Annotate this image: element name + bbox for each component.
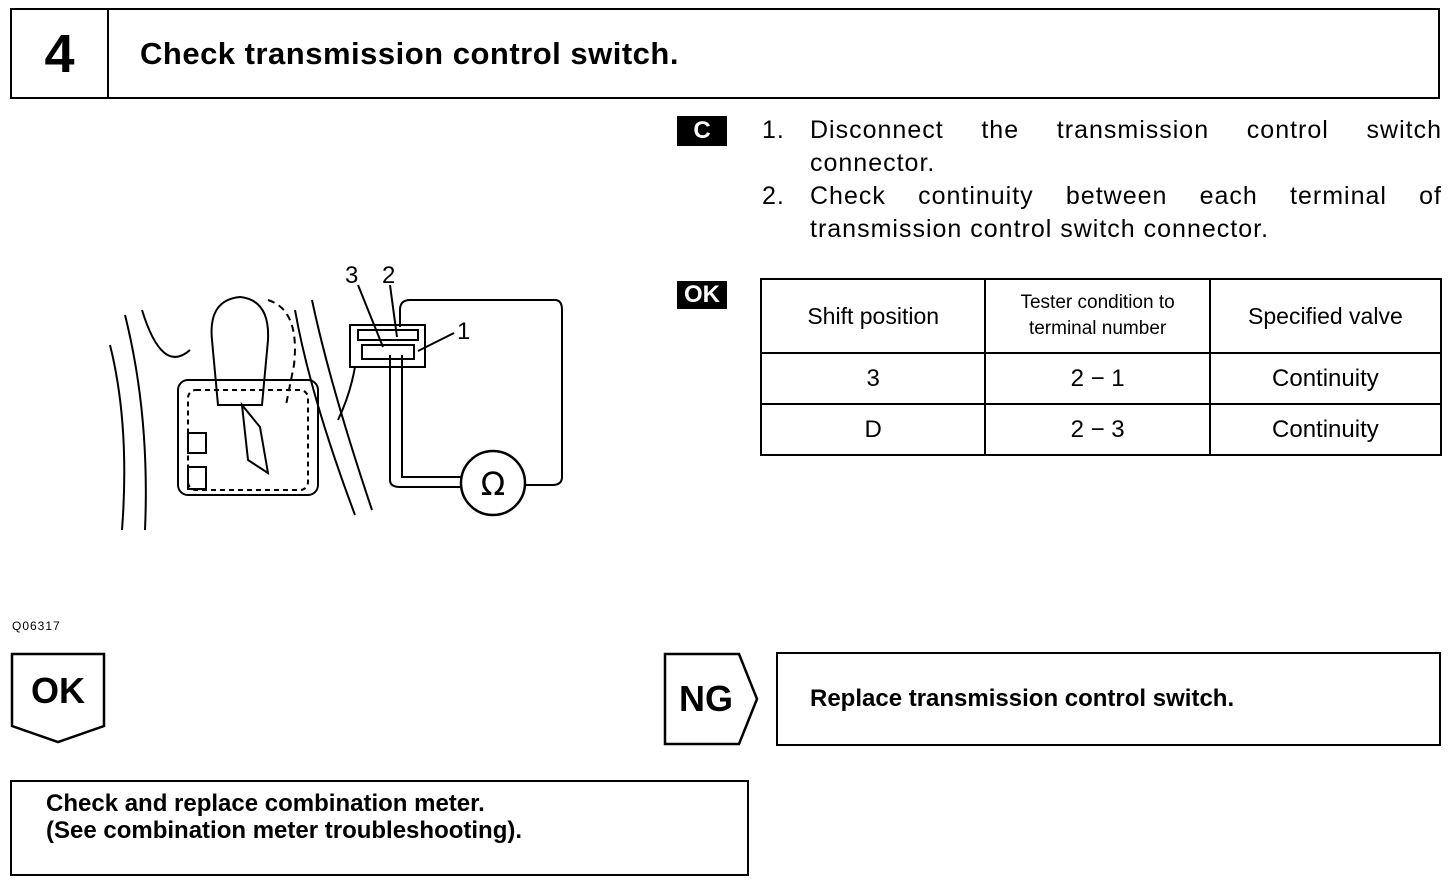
instruction-number: 2. bbox=[762, 182, 785, 210]
ok-result-line: Check and replace combination meter. bbox=[46, 790, 485, 817]
pointer-line bbox=[417, 332, 455, 352]
instruction-item: 2. Check continuity between each termina… bbox=[762, 180, 1442, 246]
procedure-tag: C bbox=[677, 116, 727, 146]
shifter-plate bbox=[177, 379, 319, 496]
tester-lead bbox=[401, 355, 462, 478]
connector-terminal-row bbox=[361, 344, 415, 360]
step-number: 4 bbox=[12, 10, 109, 97]
ohmmeter-icon bbox=[459, 449, 527, 517]
ng-branch-label: NG bbox=[679, 678, 733, 719]
console-line bbox=[141, 309, 191, 358]
instruction-number: 1. bbox=[762, 116, 785, 144]
console-line bbox=[311, 299, 373, 511]
terminal-label-1: 1 bbox=[457, 318, 470, 345]
column-header: Shift position bbox=[759, 278, 987, 354]
down-arrow-box-icon bbox=[10, 652, 106, 744]
ng-result-text: Replace transmission control switch. bbox=[810, 685, 1235, 712]
table-row: D 2 − 3 Continuity bbox=[759, 403, 1443, 456]
ok-tag: OK bbox=[677, 281, 727, 309]
shift-lever bbox=[240, 401, 270, 476]
pointer-line bbox=[389, 284, 398, 338]
tester-lead bbox=[399, 299, 563, 486]
figure-code: Q06317 bbox=[12, 619, 61, 633]
step-header: 4 Check transmission control switch. bbox=[10, 8, 1440, 99]
instruction-list: 1. Disconnect the transmission control s… bbox=[762, 114, 1442, 246]
table-cell: 2 − 1 bbox=[984, 352, 1211, 405]
right-arrow-box-icon bbox=[663, 652, 759, 746]
ng-branch-marker: NG bbox=[663, 652, 759, 746]
table-row: 3 2 − 1 Continuity bbox=[759, 352, 1443, 405]
tester-lead bbox=[389, 355, 462, 488]
table-cell: D bbox=[759, 403, 987, 456]
terminal-label-2: 2 bbox=[382, 262, 395, 289]
button-icon bbox=[187, 466, 207, 490]
shift-knob-outline bbox=[267, 299, 296, 406]
harness-wire bbox=[337, 366, 356, 421]
table-cell: Continuity bbox=[1208, 403, 1443, 456]
table-cell: Continuity bbox=[1208, 352, 1443, 405]
instruction-text: Check continuity between each terminal o… bbox=[810, 182, 1442, 243]
ok-branch-label: OK bbox=[31, 670, 85, 711]
connector-terminal-row bbox=[357, 329, 419, 341]
button-icon bbox=[187, 432, 207, 454]
ohm-symbol: Ω bbox=[481, 465, 505, 503]
instruction-text: Disconnect the transmission control swit… bbox=[810, 116, 1442, 177]
ok-result-box: Check and replace combination meter. (Se… bbox=[10, 780, 749, 876]
table-header-row: Shift position Tester condition to termi… bbox=[759, 278, 1443, 354]
ok-result-line: (See combination meter troubleshooting). bbox=[46, 817, 523, 844]
ng-result-box: Replace transmission control switch. bbox=[776, 652, 1441, 746]
pointer-line bbox=[357, 284, 384, 348]
switch-test-illustration: 3 2 1 Ω bbox=[109, 262, 563, 531]
shift-knob bbox=[210, 295, 270, 406]
console-line bbox=[109, 344, 126, 531]
console-line bbox=[124, 314, 147, 531]
column-header: Specified valve bbox=[1208, 278, 1443, 354]
table-cell: 3 bbox=[759, 352, 987, 405]
connector-body bbox=[349, 324, 426, 368]
console-line bbox=[294, 309, 356, 516]
table-cell: 2 − 3 bbox=[984, 403, 1211, 456]
terminal-label-3: 3 bbox=[345, 262, 358, 289]
step-title: Check transmission control switch. bbox=[140, 36, 679, 71]
column-header: Tester condition to terminal number bbox=[984, 278, 1211, 354]
specification-table: Shift position Tester condition to termi… bbox=[759, 278, 1443, 456]
ok-branch-marker: OK bbox=[10, 652, 106, 744]
instruction-item: 1. Disconnect the transmission control s… bbox=[762, 114, 1442, 180]
